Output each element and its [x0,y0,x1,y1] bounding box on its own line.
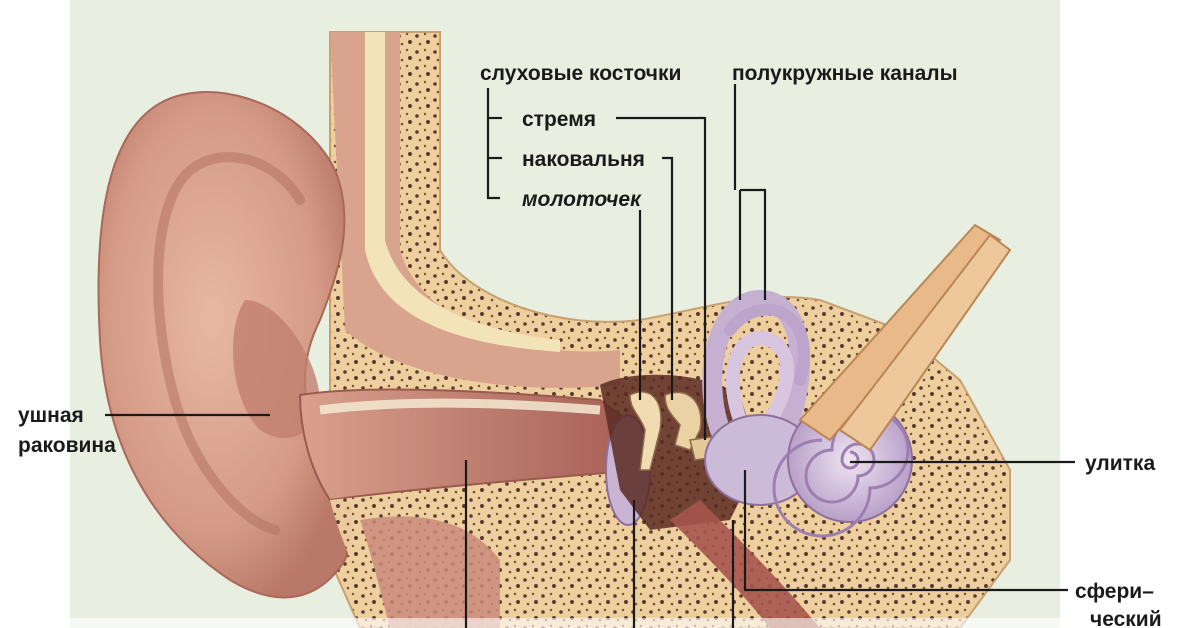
label-malleus: молоточек [522,188,642,211]
cartilage-stripe [365,32,560,352]
bottom-band [0,618,1200,628]
incus-leader [662,156,674,400]
ossicles-bracket [486,88,500,200]
semicircular-leader [733,84,767,300]
auditory-nerve-2 [838,233,1012,452]
auricle-inner-fold [153,152,305,535]
label-ossicles: слуховые косточки [480,62,681,85]
label-stapes: стремя [522,108,596,131]
stapes-leader [616,116,707,440]
malleus [629,391,662,471]
canal-lining [319,398,601,415]
semicircular-canal-2 [725,331,794,427]
label-spherical-line2: ческий [1090,608,1162,628]
label-auricle-line1: ушная [18,404,84,427]
label-cochlea: улитка [1085,452,1155,475]
semicircular-canal-3 [724,303,810,386]
ear-canal [298,388,641,502]
cochlea-spiral [772,410,910,538]
label-semicircular-canals: полукружные каналы [732,62,958,85]
concha [233,300,320,439]
spherical-leader [743,470,1068,592]
incus [664,391,702,451]
label-auricle-line2: раковина [18,434,116,457]
label-incus: наковальня [522,148,645,171]
label-spherical-line1: сфери– [1075,580,1154,603]
auditory-nerve-1 [798,223,1002,442]
